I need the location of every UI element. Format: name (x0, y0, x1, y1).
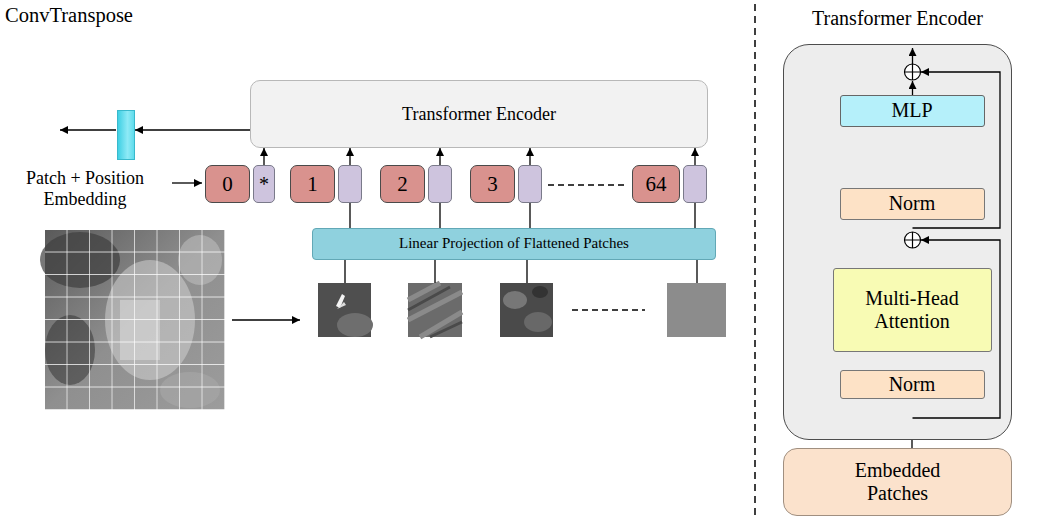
box-label: Norm (889, 192, 936, 215)
token-pair: 2 (380, 165, 452, 203)
connector-line (529, 148, 530, 165)
panel-heading: Transformer Encoder (764, 7, 1031, 30)
add-circle (905, 232, 921, 248)
mlp-box: MLP (840, 95, 985, 127)
token-number: 3 (487, 172, 498, 196)
output-arrow (60, 129, 116, 130)
position-embedding (428, 165, 452, 203)
encoder-panel: Transformer EncoderMLPNormMulti-Head Att… (783, 44, 1012, 440)
patch-thumbnail (667, 283, 726, 337)
connector (440, 203, 441, 228)
token-mark: * (259, 173, 269, 196)
ellipsis-dashes (548, 184, 628, 185)
connector (530, 148, 531, 165)
residual-line (913, 72, 1001, 228)
token-box: 0 (205, 165, 250, 203)
patch-thumbnail (408, 283, 462, 337)
patch-texture (408, 287, 462, 337)
split-arrow (232, 319, 300, 320)
connector (695, 148, 696, 165)
patch-texture (336, 294, 345, 308)
connector (440, 148, 441, 165)
token-box: 3 (470, 165, 515, 203)
patch-grid (45, 230, 225, 410)
patch-line (434, 260, 435, 283)
add-symbol (905, 64, 921, 80)
residual-line (913, 240, 1001, 418)
attention-box: Multi-Head Attention (833, 268, 992, 352)
box-label: Linear Projection of Flattened Patches (399, 235, 629, 252)
connector (135, 130, 250, 131)
patch-texture (337, 302, 346, 309)
box-label: MLP (891, 99, 932, 122)
connector-line (694, 203, 695, 228)
position-embedding (338, 165, 362, 203)
connector (350, 203, 351, 228)
connector-line (529, 203, 530, 228)
layer-title: ConvTranspose (5, 4, 133, 28)
token-box: 1 (290, 165, 335, 203)
patch-line (696, 260, 697, 283)
token-pair: 3 (470, 165, 542, 203)
patch-texture (337, 313, 373, 337)
connector (530, 203, 531, 228)
position-embedding (518, 165, 542, 203)
connector-line (694, 148, 695, 165)
connector (695, 203, 696, 228)
patch-thumbnail (500, 283, 553, 337)
token-number: 64 (646, 172, 667, 196)
patch-ground (500, 283, 553, 337)
norm-box: Norm (840, 370, 985, 399)
token-pair: 0* (205, 165, 275, 203)
connector-line (263, 148, 264, 165)
convtranspose-bar (117, 110, 135, 160)
connector (264, 148, 265, 165)
token-box: 64 (632, 165, 680, 203)
encoder-box: Transformer Encoder (250, 80, 708, 148)
token-box: 2 (380, 165, 425, 203)
position-embedding: * (253, 165, 275, 203)
connector-line (349, 203, 350, 228)
patch-texture (532, 286, 548, 298)
add-cross (905, 232, 921, 248)
token-number: 2 (397, 172, 408, 196)
box-label: Multi-Head Attention (834, 287, 991, 333)
add-symbol (905, 232, 921, 248)
annotation-label: Patch + Position Embedding (2, 168, 168, 209)
convtranspose-layer: ConvTranspose (5, 4, 135, 162)
patch-ground (408, 283, 462, 337)
patch-line (344, 260, 345, 283)
connector-line (439, 148, 440, 165)
divider (754, 4, 756, 516)
connector-line (439, 203, 440, 228)
block-out-arrow (912, 48, 913, 64)
box-label: Embedded Patches (842, 459, 954, 505)
patch-thumbnail (318, 283, 373, 337)
patch-texture (524, 312, 552, 332)
mlp-out-arrow (912, 81, 913, 95)
patch-texture (503, 291, 527, 309)
image-ground (45, 230, 225, 410)
connector (350, 148, 351, 165)
box-label: Transformer Encoder (402, 104, 556, 125)
label-arrow (172, 182, 202, 183)
position-embedding (683, 165, 707, 203)
add-circle (905, 64, 921, 80)
norm-box: Norm (840, 188, 985, 220)
add-cross (905, 64, 921, 80)
patch-texture (408, 283, 462, 337)
connector-line (349, 148, 350, 165)
input-box: Embedded Patches (783, 448, 1012, 516)
projection-box: Linear Projection of Flattened Patches (312, 228, 716, 260)
token-pair: 64 (632, 165, 707, 203)
token-number: 0 (222, 172, 233, 196)
ellipsis-dashes (572, 309, 645, 310)
input-image (40, 230, 225, 410)
token-number: 1 (307, 172, 318, 196)
patch-line (526, 260, 527, 283)
box-label: Norm (889, 373, 936, 396)
token-pair: 1 (290, 165, 362, 203)
connector-line (135, 129, 250, 130)
